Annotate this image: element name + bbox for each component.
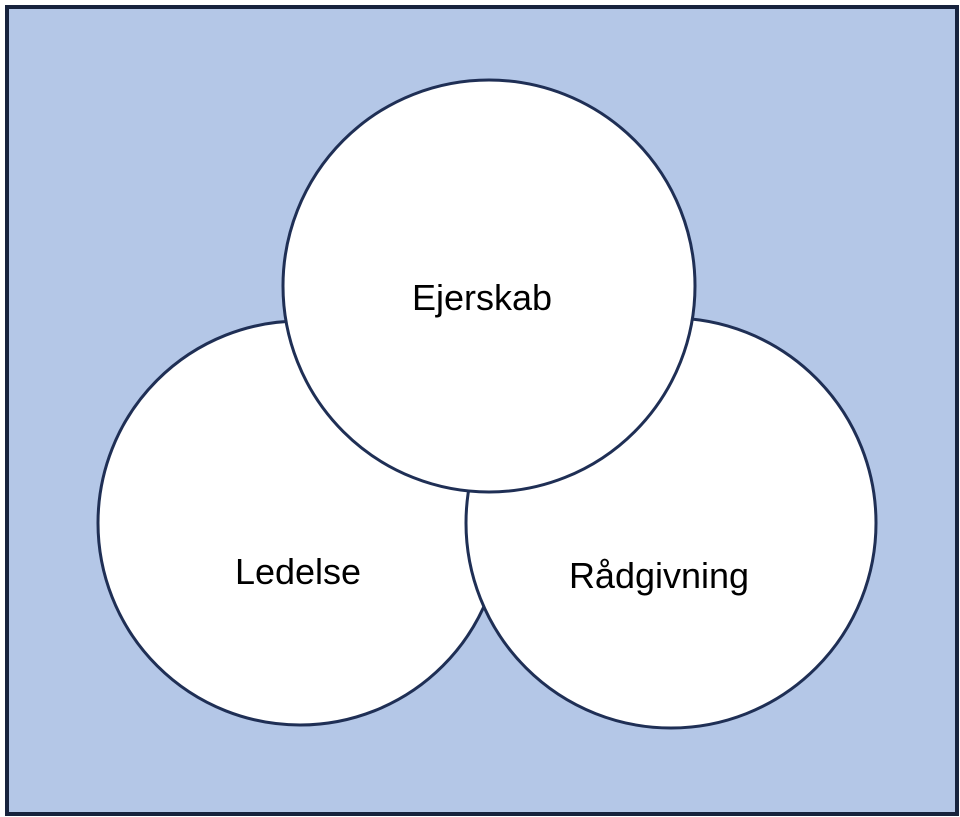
label-ejerskab: Ejerskab	[412, 277, 552, 318]
label-ledelse: Ledelse	[235, 551, 361, 592]
circle-ejerskab: Ejerskab	[281, 78, 697, 494]
label-raadgivning: Rådgivning	[569, 555, 749, 596]
